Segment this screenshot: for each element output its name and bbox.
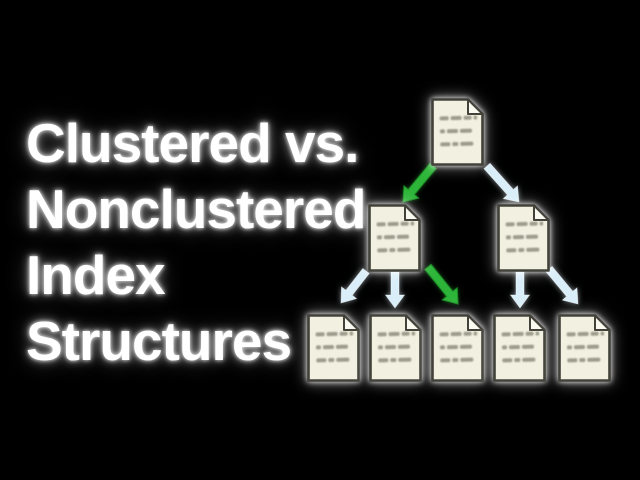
document-page-icon — [370, 206, 420, 271]
arrow-blue-icon — [545, 265, 579, 305]
document-page-icon — [433, 316, 483, 381]
document-page-icon — [309, 316, 359, 381]
nodes-layer — [309, 100, 610, 381]
document-page-icon — [433, 100, 483, 165]
title-line-3: Index — [26, 244, 166, 306]
document-page-icon — [495, 316, 545, 381]
document-page-icon — [499, 206, 549, 271]
title-line-4: Structures — [26, 310, 292, 372]
arrow-blue-icon — [340, 267, 370, 304]
arrow-blue-icon — [509, 271, 531, 309]
arrows-layer — [340, 162, 579, 309]
document-page-icon — [560, 316, 610, 381]
title-line-2: Nonclustered — [26, 178, 366, 240]
document-page-icon — [371, 316, 421, 381]
arrow-green-icon — [424, 263, 459, 305]
arrow-green-icon — [402, 162, 437, 203]
arrow-blue-icon — [483, 162, 520, 203]
arrow-blue-icon — [384, 271, 406, 309]
title-line-1: Clustered vs. — [26, 112, 359, 174]
page-title: Clustered vs. Nonclustered Index Structu… — [26, 110, 366, 374]
